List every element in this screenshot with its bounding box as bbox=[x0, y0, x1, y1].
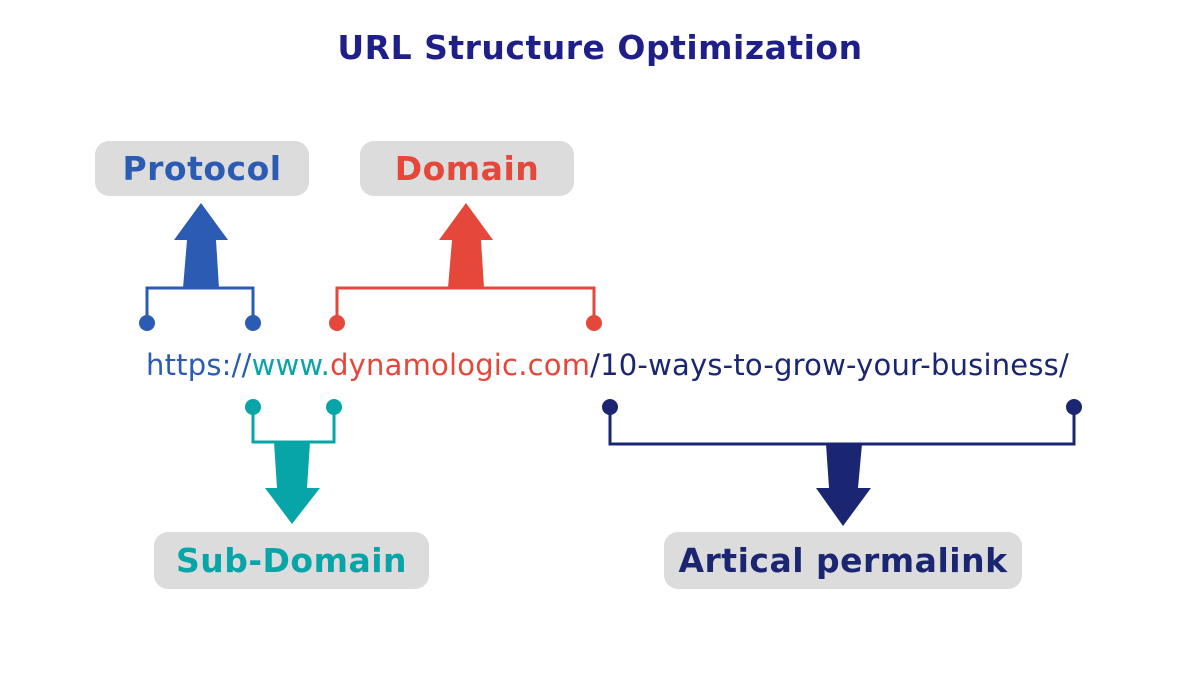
protocol-dot-end bbox=[245, 315, 261, 331]
domain-dot-start bbox=[329, 315, 345, 331]
sub-domain-label: Sub-Domain bbox=[175, 541, 408, 580]
arrow-down-icon bbox=[265, 442, 320, 524]
domain-label: Domain bbox=[394, 149, 540, 188]
arrow-down-icon bbox=[816, 444, 871, 526]
protocol-label-box: Protocol bbox=[95, 141, 309, 196]
url-domain: dynamologic.com bbox=[330, 348, 591, 382]
sub-domain-bracket bbox=[251, 408, 336, 444]
arrow-up-icon bbox=[439, 203, 493, 288]
domain-bracket bbox=[335, 286, 596, 322]
permalink-bracket bbox=[608, 408, 1076, 446]
sub-domain-dot-start bbox=[245, 399, 261, 415]
url-subdomain: www. bbox=[251, 348, 331, 382]
permalink-dot-end bbox=[1066, 399, 1082, 415]
diagram-title: URL Structure Optimization bbox=[337, 28, 863, 67]
protocol-label: Protocol bbox=[122, 149, 282, 188]
protocol-dot-start bbox=[139, 315, 155, 331]
url-path: /10-ways-to-grow-your-business/ bbox=[590, 348, 1069, 382]
sub-domain-dot-end bbox=[326, 399, 342, 415]
protocol-bracket bbox=[145, 286, 255, 322]
permalink-dot-start bbox=[602, 399, 618, 415]
permalink-label-box: Artical permalink bbox=[664, 532, 1022, 589]
permalink-label: Artical permalink bbox=[678, 541, 1008, 580]
url-protocol: https:// bbox=[146, 348, 252, 382]
sub-domain-label-box: Sub-Domain bbox=[154, 532, 429, 589]
domain-label-box: Domain bbox=[360, 141, 574, 196]
arrow-up-icon bbox=[174, 203, 228, 288]
example-url: https://www.dynamologic.com/10-ways-to-g… bbox=[146, 348, 1146, 382]
domain-dot-end bbox=[586, 315, 602, 331]
